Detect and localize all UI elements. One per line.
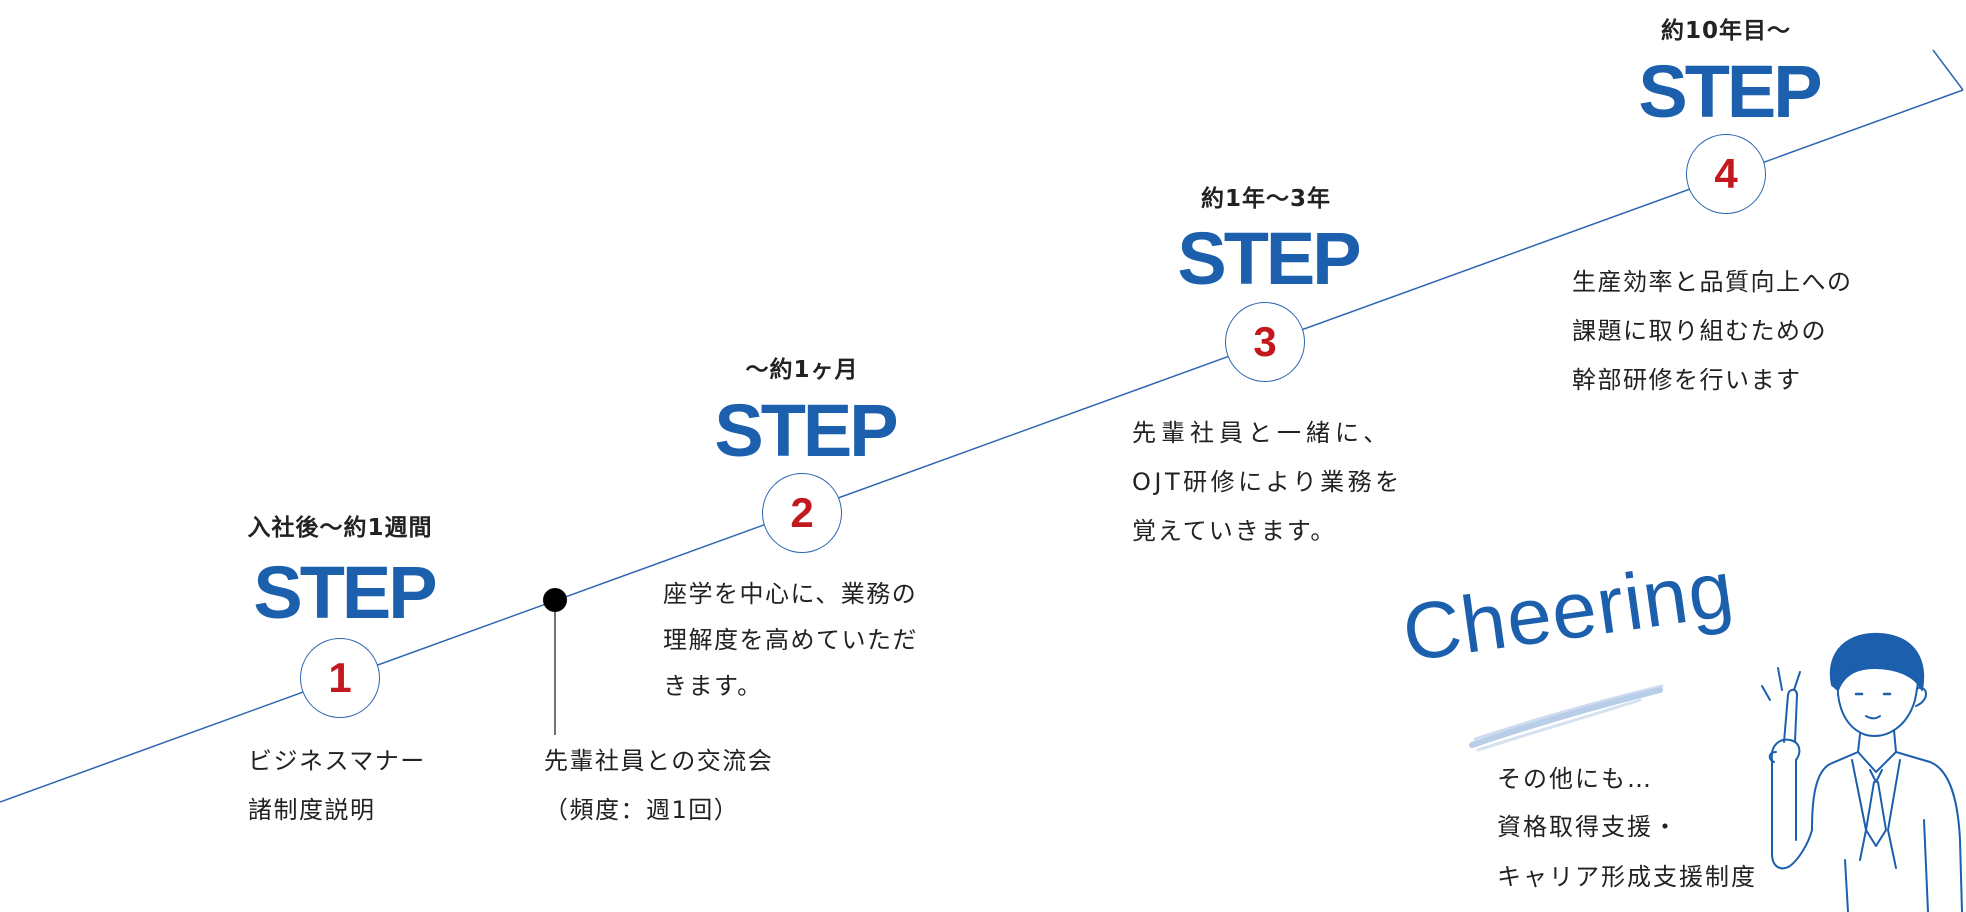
cheering-support-list: その他にも… 資格取得支援・ キャリア形成支援制度 <box>1497 756 1757 902</box>
milestone-title: 先輩社員との交流会 <box>544 747 774 775</box>
milestone-frequency: （頻度：週1回） <box>544 796 740 824</box>
step-2-number-badge: 2 <box>762 473 842 553</box>
step-2-description-line: 座学を中心に、業務の <box>663 580 918 608</box>
step-4-description: 生産効率と品質向上への 課題に取り組むための 幹部研修を行います <box>1572 258 1853 405</box>
step-2-period: ～約1ヶ月 <box>745 357 859 383</box>
step-4-number-badge: 4 <box>1686 134 1766 214</box>
step-4-period: 約10年目～ <box>1660 18 1792 44</box>
step-3-number-badge: 3 <box>1225 302 1305 382</box>
step-1-title: STEP <box>253 551 437 634</box>
growth-line <box>0 89 1964 803</box>
step-1-number-badge: 1 <box>300 638 380 718</box>
step-4-description-line: 幹部研修を行います <box>1572 366 1802 394</box>
milestone-exchange-meeting: 先輩社員との交流会 （頻度：週1回） <box>544 737 773 835</box>
step-3-period: 約1年～3年 <box>1200 186 1332 212</box>
step-4-title: STEP <box>1638 50 1822 133</box>
step-3-description: 先輩社員と一緒に、 OJT研修により業務を 覚えていきます。 <box>1132 409 1403 556</box>
step-3-description-line: OJT研修により業務を <box>1132 468 1403 496</box>
step-3-description-line: 先輩社員と一緒に、 <box>1132 419 1393 447</box>
step-3-description-line: 覚えていきます。 <box>1132 517 1337 545</box>
step-2-description-line: 理解度を高めていただ <box>663 626 918 654</box>
arrow-head-icon <box>1932 49 1964 91</box>
cheering-line: 資格取得支援・ <box>1497 813 1679 841</box>
cheering-line: その他にも… <box>1497 765 1653 793</box>
cheering-line: キャリア形成支援制度 <box>1497 863 1757 891</box>
businessman-pointing-icon <box>1761 632 1963 912</box>
step-4-description-line: 課題に取り組むための <box>1572 317 1827 345</box>
brush-stroke-icon <box>1469 684 1664 752</box>
step-1-description-line: ビジネスマナー <box>248 747 426 775</box>
step-1-description: ビジネスマナー 諸制度説明 <box>248 737 426 835</box>
step-2-description-line: きます。 <box>663 672 763 700</box>
step-4-description-line: 生産効率と品質向上への <box>1572 268 1853 296</box>
step-2-description: 座学を中心に、業務の 理解度を高めていただ きます。 <box>663 571 918 709</box>
step-3-title: STEP <box>1177 217 1361 300</box>
milestone-dot <box>543 588 567 612</box>
step-2-title: STEP <box>714 389 898 472</box>
step-1-period: 入社後～約1週間 <box>247 515 433 541</box>
step-1-description-line: 諸制度説明 <box>248 796 376 824</box>
